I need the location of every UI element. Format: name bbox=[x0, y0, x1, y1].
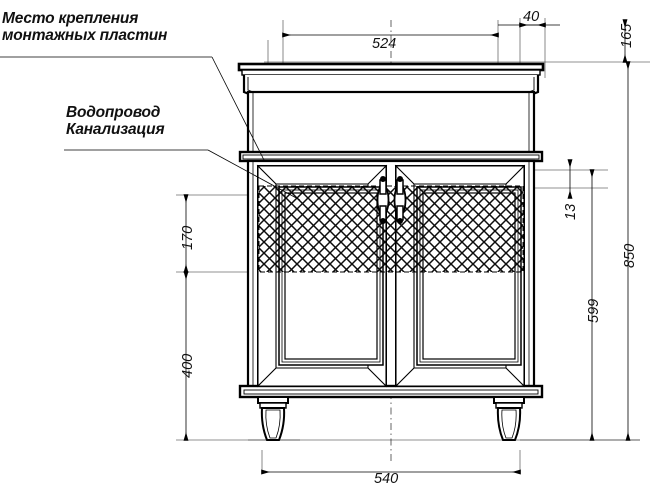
dim-left-lower: 400 bbox=[180, 353, 196, 378]
dim-bottom-total: 540 bbox=[374, 471, 399, 487]
leg-left bbox=[257, 396, 289, 441]
dim-left-upper: 170 bbox=[180, 225, 196, 250]
leader-lines bbox=[0, 56, 301, 201]
dimension-lines bbox=[183, 19, 631, 475]
handle-left bbox=[376, 176, 390, 224]
annotation-mount-plates-line1: Место крепления bbox=[2, 10, 139, 27]
annotation-mount-plates-line2: монтажных пластин bbox=[2, 27, 168, 44]
door-handles[interactable] bbox=[376, 176, 407, 224]
annotation-plumbing-line1: Водопровод bbox=[66, 104, 161, 121]
hidden-zone-hatch bbox=[258, 185, 524, 273]
annotation-plumbing-line2: Канализация bbox=[66, 121, 165, 138]
leg-right bbox=[493, 396, 525, 441]
dim-right-mid: 599 bbox=[586, 298, 602, 323]
annotation-plumbing: Водопровод Канализация bbox=[66, 104, 165, 138]
dim-top-height: 165 bbox=[619, 23, 635, 48]
dim-top-inner: 524 bbox=[372, 36, 397, 52]
dim-right-small: 13 bbox=[563, 203, 579, 220]
annotation-mount-plates: Место крепления монтажных пластин bbox=[2, 10, 167, 44]
dim-right-total: 850 bbox=[622, 243, 638, 268]
handle-right bbox=[393, 176, 407, 224]
dim-top-offset: 40 bbox=[523, 9, 540, 25]
